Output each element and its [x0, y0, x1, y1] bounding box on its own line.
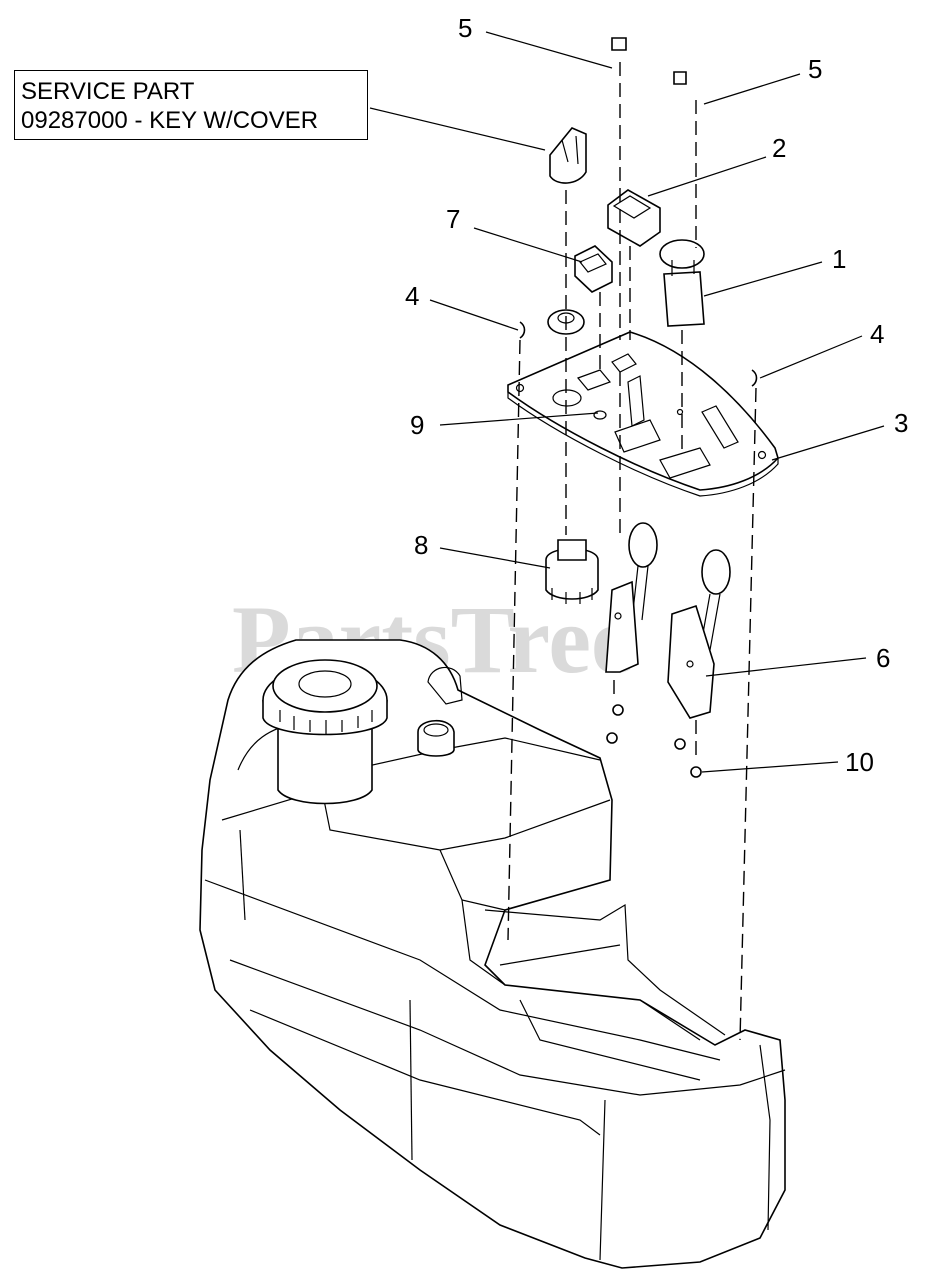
- label-8: 8: [414, 530, 428, 560]
- rocker-switch-small-icon: [574, 245, 613, 293]
- callout-line-1: SERVICE PART: [21, 78, 195, 105]
- label-5-right: 5: [808, 54, 822, 84]
- screw-right-icon: [673, 71, 687, 85]
- control-panel-plate: [507, 331, 779, 497]
- ignition-key-icon: [549, 127, 587, 184]
- assembly-centerlines: [507, 62, 757, 1041]
- ignition-switch-icon: [545, 539, 599, 604]
- label-6: 6: [876, 643, 890, 673]
- callout-line-2: 09287000 - KEY W/COVER: [21, 107, 319, 134]
- nut-c-icon: [674, 738, 686, 750]
- pto-knob-icon: [659, 239, 705, 327]
- clip-right-icon: [751, 369, 758, 387]
- nut-b-icon: [606, 732, 618, 744]
- fuel-cap-icon: [262, 659, 388, 805]
- label-5-left: 5: [458, 13, 472, 43]
- label-3: 3: [894, 408, 908, 438]
- label-7: 7: [446, 204, 460, 234]
- service-part-callout: SERVICE PART 09287000 - KEY W/COVER: [14, 70, 368, 140]
- label-9: 9: [410, 410, 424, 440]
- label-4-right: 4: [870, 319, 884, 349]
- throttle-lever-right-icon: [667, 549, 731, 719]
- label-4-left: 4: [405, 281, 419, 311]
- label-1: 1: [832, 244, 846, 274]
- label-2: 2: [772, 133, 786, 163]
- part-number-labels: 5 5 2 7 1 4 4 9 3 8 6 10: [405, 13, 908, 777]
- screw-left-icon: [611, 37, 627, 51]
- leader-lines: [369, 31, 885, 773]
- clip-left-icon: [519, 321, 526, 339]
- throttle-lever-left-icon: [605, 522, 658, 673]
- nut-a-icon: [612, 704, 624, 716]
- nut-d-icon: [690, 766, 702, 778]
- label-10: 10: [845, 747, 874, 777]
- rocker-switch-large-icon: [607, 189, 661, 247]
